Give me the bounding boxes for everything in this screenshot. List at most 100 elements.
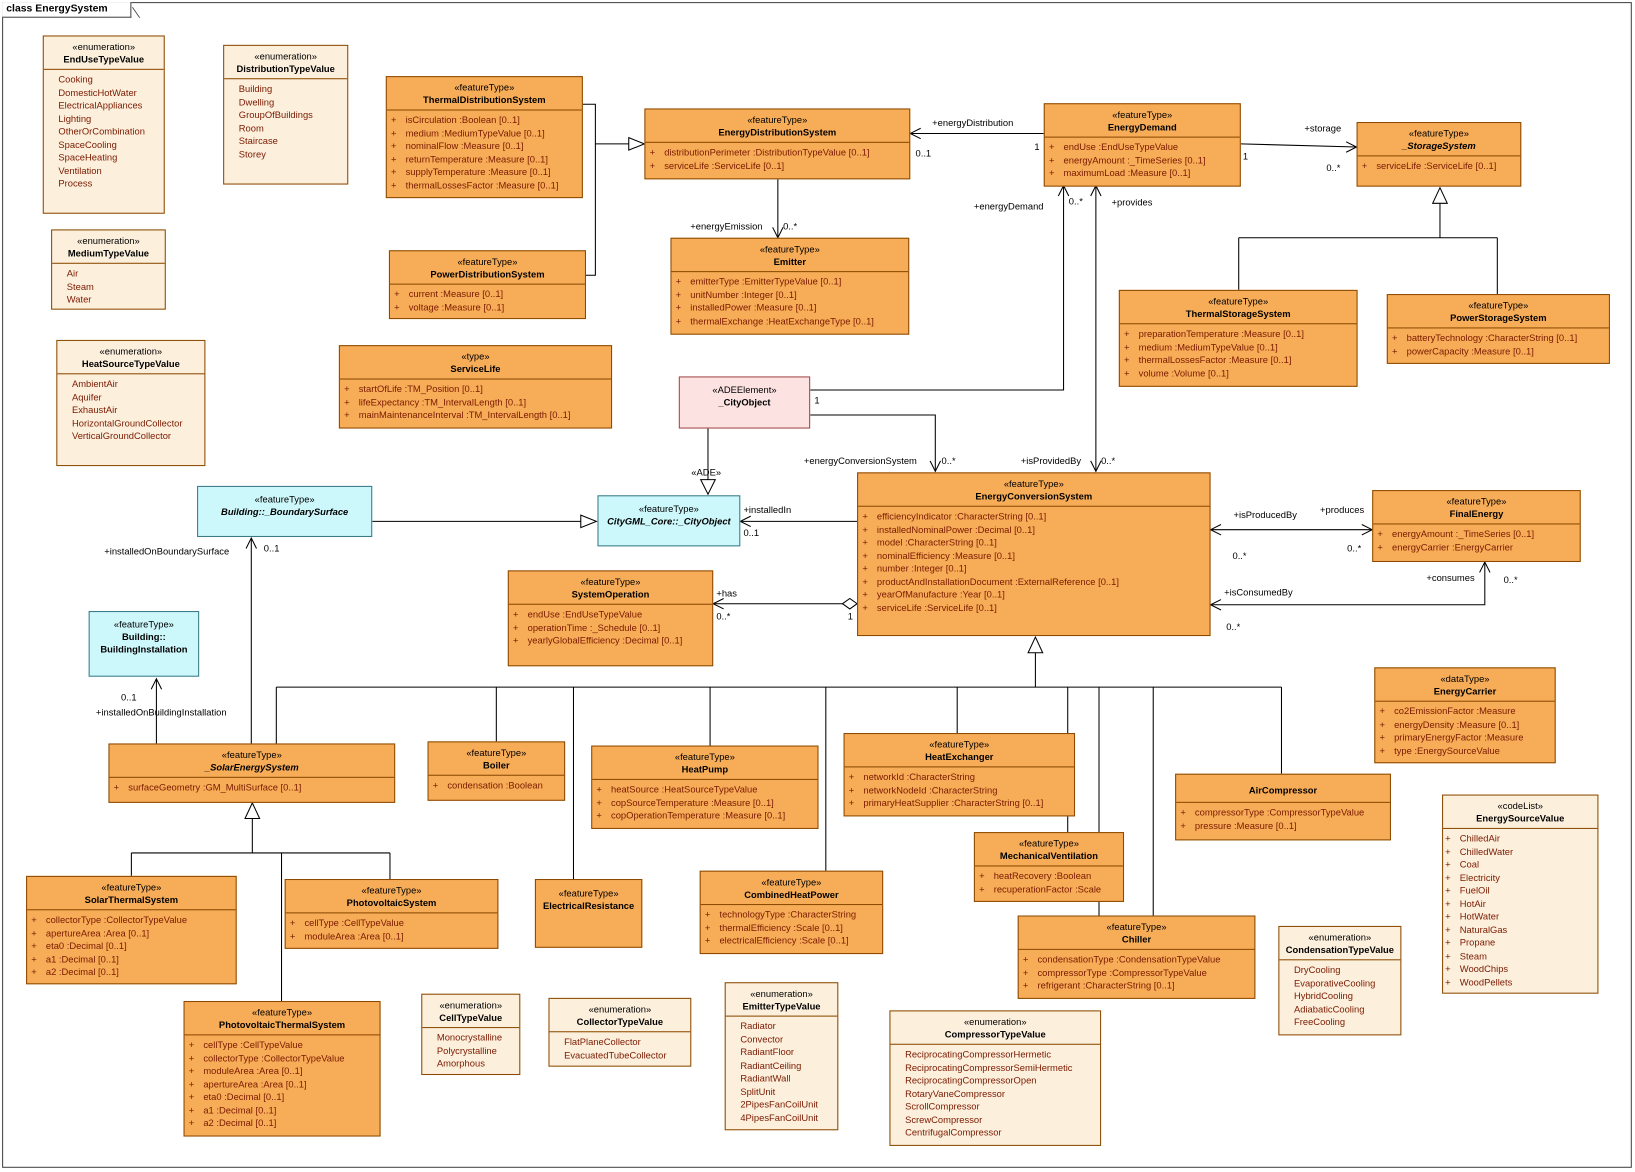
stereotype: «featureType» [221,749,282,761]
enum-heat-source-type[interactable]: «enumeration»HeatSourceTypeValue Ambient… [56,339,206,467]
enum-condensation-type[interactable]: «enumeration»CondensationTypeValue DryCo… [1278,925,1402,1036]
attribute: +networkNodeId :CharacterString [848,784,998,796]
class-air-compressor[interactable]: AirCompressor +compressorType :Compresso… [1175,773,1391,841]
class-emitter[interactable]: «featureType»Emitter +emitterType :Emitt… [670,237,910,335]
class-name: MechanicalVentilation [999,850,1098,862]
class-core-city-object[interactable]: «featureType»CityGML_Core::_CityObject [597,495,741,547]
attribute-list: +heatRecovery :Boolean +recuperationFact… [974,865,1123,898]
class-photovoltaic-system[interactable]: «featureType»PhotovoltaicSystem +cellTyp… [284,878,499,949]
attribute: +energyDensity :Measure [0..1] [1379,718,1520,730]
attribute: +refrigerant :CharacterString [0..1] [1022,980,1175,991]
attribute-list: +efficiencyIndicator :CharacterString [0… [858,505,1210,618]
enum-distribution-type[interactable]: «enumeration»DistributionTypeValue Build… [223,44,349,185]
literal: Building [238,83,273,94]
stereotype: «featureType» [638,503,699,515]
literal: Monocrystalline [436,1032,503,1043]
class-thermal-storage-system[interactable]: «featureType»ThermalStorageSystem +prepa… [1118,289,1358,387]
literal: Dwelling [238,96,275,107]
class-energy-conversion-system[interactable]: «featureType»EnergyConversionSystem +eff… [857,472,1211,637]
class-name: DistributionTypeValue [236,63,335,75]
literal: DomesticHotWater [58,87,137,98]
literal: EvacuatedTubeCollector [564,1049,667,1060]
class-name: HeatPump [681,764,729,775]
stereotype: «featureType» [929,739,990,750]
class-final-energy[interactable]: «featureType»FinalEnergy +energyAmount :… [1372,490,1581,563]
role-energy-emission: +energyEmission [690,221,763,232]
attribute: +medium :MediumTypeValue [0..1] [391,127,545,139]
attribute-list: +networkId :CharacterString +networkNode… [844,766,1074,812]
attribute-list: +condensationType :CondensationTypeValue… [1018,948,1255,995]
class-thermal-distribution-system[interactable]: «featureType»ThermalDistributionSystem +… [385,76,583,199]
class-boiler[interactable]: «featureType»Boiler +condensation :Boole… [427,741,566,801]
attribute: +recuperationFactor :Scale [979,883,1102,895]
stereotype: «featureType» [761,876,822,888]
class-solar-energy-system[interactable]: «featureType»_SolarEnergySystem +surface… [108,743,396,803]
class-power-storage-system[interactable]: «featureType»PowerStorageSystem +battery… [1386,294,1610,364]
stereotype: «featureType» [1446,496,1507,507]
class-ade-city-object[interactable]: «ADEElement»_CityObject [678,376,811,429]
literal: OtherOrCombination [58,126,145,137]
class-energy-carrier[interactable]: «dataType»EnergyCarrier +co2EmissionFact… [1374,667,1556,764]
attribute: +moduleArea :Area [0..1] [289,930,404,942]
enum-medium-type[interactable]: «enumeration»MediumTypeValue Air Steam W… [51,229,166,310]
class-building-installation[interactable]: «featureType»Building::BuildingInstallat… [88,611,200,677]
attribute: +collectorType :CollectorTypeValue [31,914,188,925]
class-heat-pump[interactable]: «featureType»HeatPump +heatSource :HeatS… [591,745,819,829]
attribute-list: +cellType :CellTypeValue +moduleArea :Ar… [285,912,498,945]
literal-list: Monocrystalline Polycrystalline Amorphou… [422,1027,520,1073]
gen-thermal-distribution [582,103,629,145]
attribute: +powerCapacity :Measure [0..1] [1392,345,1534,357]
multiplicity: 0..1 [263,543,280,554]
attribute: +collectorType :CollectorTypeValue [188,1052,345,1064]
class-chiller[interactable]: «featureType»Chiller +condensationType :… [1017,915,1256,999]
literal: RadiantCeiling [740,1059,802,1071]
class-name: HeatExchanger [925,751,994,763]
enum-end-use-type[interactable]: «enumeration»EndUseTypeValue Cooking Dom… [42,35,165,214]
class-name: Building::_BoundarySurface [221,506,349,518]
class-boundary-surface[interactable]: «featureType»Building::_BoundarySurface [197,485,373,537]
class-heat-exchanger[interactable]: «featureType»HeatExchanger +networkId :C… [843,733,1076,817]
attribute-list: +endUse :EndUseTypeValue +energyAmount :… [1044,136,1240,183]
role-installed-in: +installedIn [743,504,792,516]
class-service-life[interactable]: «type»ServiceLife +startOfLife :TM_Posit… [338,345,613,429]
enum-emitter-type[interactable]: «enumeration»EmitterTypeValue Radiator C… [724,982,839,1131]
stereotype: «enumeration» [439,999,503,1011]
multiplicity: 0..* [1232,550,1247,561]
class-photovoltaic-thermal-system[interactable]: «featureType»PhotovoltaicThermalSystem +… [183,1000,381,1137]
multiplicity: 0..* [1068,196,1083,207]
class-energy-demand[interactable]: «featureType»EnergyDemand +endUse :EndUs… [1043,103,1241,187]
attribute: +type :EnergySourceValue [1379,745,1500,756]
class-name: _StorageSystem [1402,140,1476,152]
class-mechanical-ventilation[interactable]: «featureType»MechanicalVentilation +heat… [973,832,1125,902]
attribute: +technologyType :CharacterString [704,909,857,920]
literal: Room [238,122,264,133]
class-energy-distribution-system[interactable]: «featureType»EnergyDistributionSystem +d… [644,108,911,180]
class-storage-system[interactable]: «featureType»_StorageSystem +serviceLife… [1356,121,1522,187]
enum-cell-type[interactable]: «enumeration»CellTypeValue Monocrystalli… [421,993,521,1076]
class-power-distribution-system[interactable]: «featureType»PowerDistributionSystem +cu… [388,250,586,320]
stereotype: «ADEElement» [712,384,777,396]
class-name: Emitter [773,256,807,267]
gen-arrowhead-core-city-object [580,514,598,529]
class-system-operation[interactable]: «featureType»SystemOperation +endUse :En… [507,570,714,667]
enum-compressor-type[interactable]: «enumeration»CompressorTypeValue Recipro… [889,1010,1102,1146]
class-solar-thermal-system[interactable]: «featureType»SolarThermalSystem +collect… [26,875,237,985]
stereotype: «featureType» [457,256,518,267]
attribute: +energyAmount :_TimeSeries [0..1] [1048,154,1206,166]
attribute: +primaryEnergyFactor :Measure [1379,731,1524,743]
class-name: ThermalDistributionSystem [423,94,546,106]
class-name: EnergyCarrier [1433,686,1497,697]
attribute-list: +surfaceGeometry :GM_MultiSurface [0..1] [109,776,395,797]
class-combined-heat-power[interactable]: «featureType»CombinedHeatPower +technolo… [699,870,884,955]
enum-collector-type[interactable]: «enumeration»CollectorTypeValue FlatPlan… [548,997,692,1067]
class-electrical-resistance[interactable]: «featureType»ElectricalResistance [534,878,643,948]
attribute-list: +endUse :EndUseTypeValue +operationTime … [508,603,713,650]
class-name: SystemOperation [571,589,650,600]
attribute: +yearlyGlobalEfficiency :Decimal [0..1] [513,635,683,646]
literal: SplitUnit [740,1085,776,1097]
stereotype: «featureType» [558,888,619,899]
gen-arrowhead-energy-conversion [1027,635,1044,654]
stereotype: «featureType» [759,243,820,255]
codelist-energy-source[interactable]: «codeList»EnergySourceValue +ChilledAir … [1442,794,1599,994]
literal: ReciprocatingCompressorSemiHermetic [905,1061,1073,1073]
